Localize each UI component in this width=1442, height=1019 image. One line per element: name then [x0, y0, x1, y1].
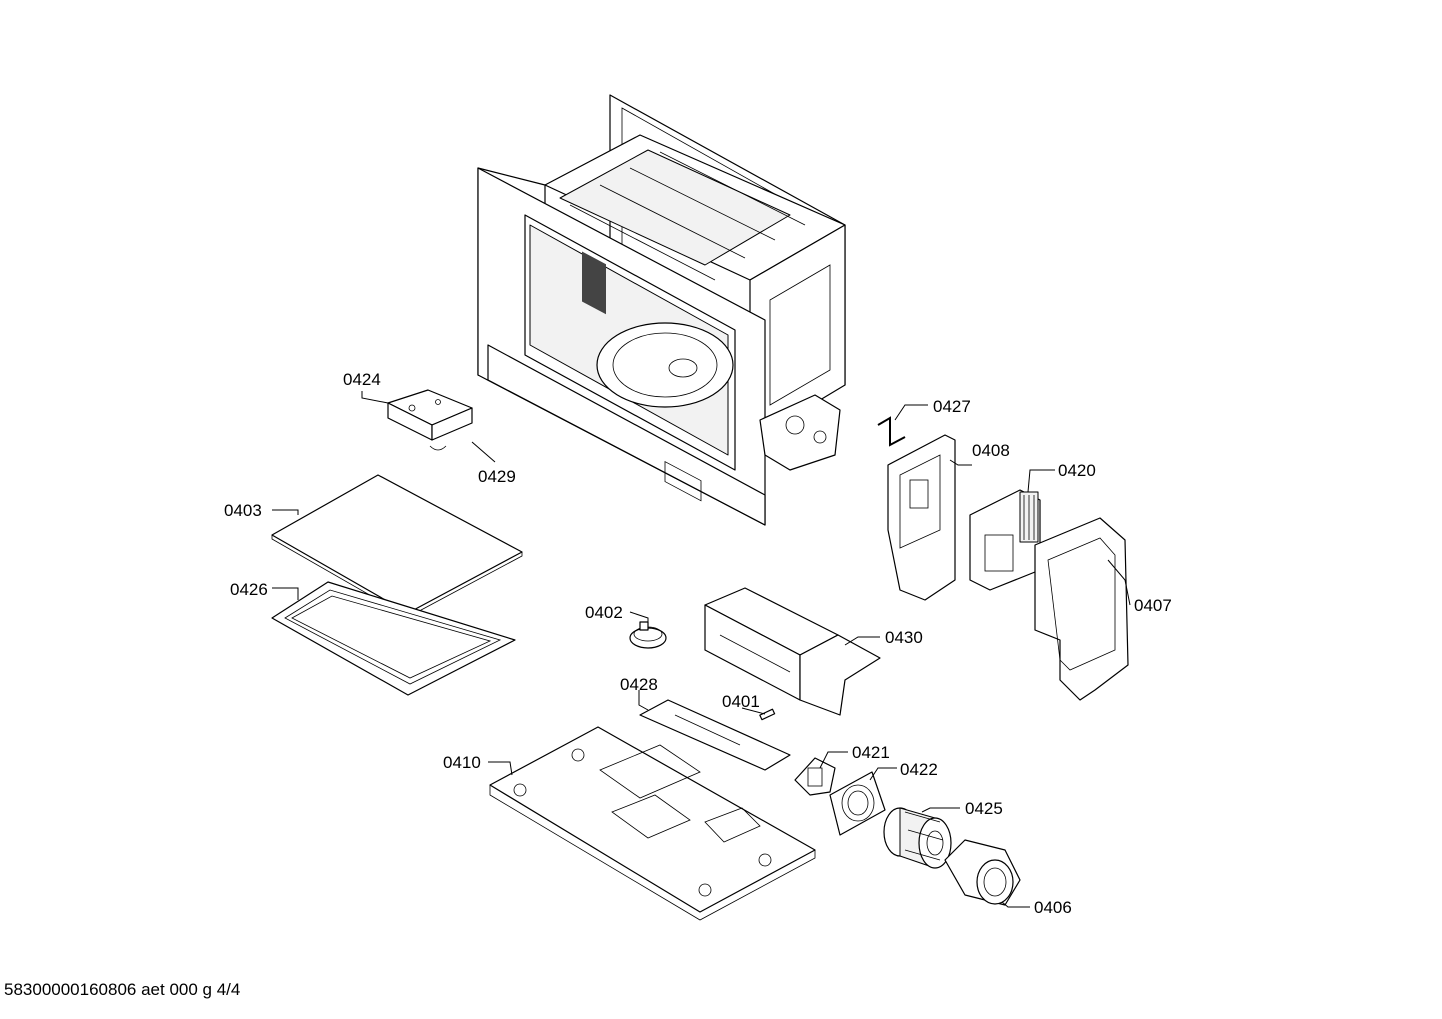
label-0427: 0427 [933, 397, 971, 416]
label-0401: 0401 [722, 692, 760, 711]
part-labels: 0424 0429 0403 0426 0402 0430 0428 0401 … [224, 370, 1172, 917]
door-seal-0426 [271, 581, 516, 696]
label-0421: 0421 [852, 743, 890, 762]
leader-lines [272, 391, 1131, 908]
document-reference: 58300000160806 aet 000 g 4/4 [4, 980, 241, 999]
circuit-board-0428 [639, 699, 791, 771]
label-0428: 0428 [620, 675, 658, 694]
electronics-tray-0430 [704, 587, 881, 716]
label-0429: 0429 [478, 467, 516, 486]
inverter-0420 [969, 489, 1041, 591]
turntable-motor-0402 [629, 621, 667, 649]
fan-housing-0406 [944, 839, 1021, 906]
label-0406: 0406 [1034, 898, 1072, 917]
label-0430: 0430 [885, 628, 923, 647]
fan-motor-0421 [794, 757, 836, 796]
wire-bracket-0427 [877, 416, 906, 447]
base-plate-0410 [489, 726, 816, 921]
label-0420: 0420 [1058, 461, 1096, 480]
label-0403: 0403 [224, 501, 262, 520]
label-0425: 0425 [965, 799, 1003, 818]
label-0402: 0402 [585, 603, 623, 622]
label-0426: 0426 [230, 580, 268, 599]
label-0422: 0422 [900, 760, 938, 779]
label-0424: 0424 [343, 370, 381, 389]
fan-mount-plate-0422 [829, 771, 886, 836]
oven-cavity-housing [477, 94, 846, 526]
fan-wheel-0425 [883, 807, 952, 869]
label-0407: 0407 [1134, 596, 1172, 615]
fuse-0401 [759, 708, 776, 721]
label-0408: 0408 [972, 441, 1010, 460]
air-duct-0407 [1034, 517, 1129, 701]
label-0410: 0410 [443, 753, 481, 772]
motor-bracket-0424 [387, 389, 473, 451]
control-bracket-0408 [887, 434, 956, 601]
